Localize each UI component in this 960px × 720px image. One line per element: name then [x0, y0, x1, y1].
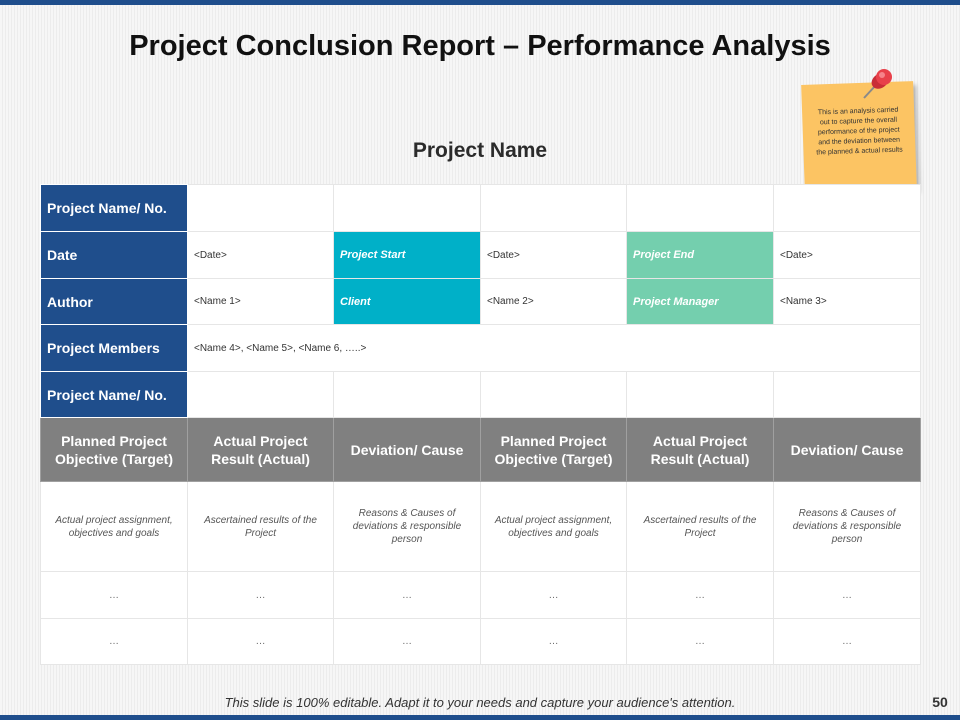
table-row: … … … … … …: [40, 571, 921, 619]
pushpin-icon: [863, 69, 892, 99]
ellipsis-cell[interactable]: …: [187, 618, 334, 665]
table-row: Author <Name 1> Client <Name 2> Project …: [40, 278, 921, 325]
ellipsis-cell[interactable]: …: [480, 618, 627, 665]
column-header-deviation: Deviation/ Cause: [333, 417, 481, 482]
table-cell[interactable]: [333, 371, 481, 418]
table-cell[interactable]: [773, 371, 921, 418]
column-header-planned-objective: Planned Project Objective (Target): [40, 417, 188, 482]
row-label-date: Date: [40, 231, 188, 279]
table-row: Project Name/ No.: [40, 184, 921, 232]
date-value[interactable]: <Date>: [187, 231, 334, 279]
project-end-date[interactable]: <Date>: [773, 231, 921, 279]
ellipsis-cell[interactable]: …: [480, 571, 627, 619]
row-label-author: Author: [40, 278, 188, 325]
description-cell[interactable]: Actual project assignment, objectives an…: [480, 481, 627, 572]
client-label: Client: [333, 278, 481, 325]
table-cell[interactable]: [626, 184, 774, 232]
sticky-note-text: This is an analysis carried out to captu…: [816, 106, 903, 157]
table-row: … … … … … …: [40, 618, 921, 665]
project-start-label: Project Start: [333, 231, 481, 279]
table-row: Date <Date> Project Start <Date> Project…: [40, 231, 921, 279]
table-cell[interactable]: [480, 184, 627, 232]
table-row: Actual project assignment, objectives an…: [40, 481, 921, 572]
description-cell[interactable]: Ascertained results of the Project: [626, 481, 774, 572]
ellipsis-cell[interactable]: …: [773, 571, 921, 619]
column-header-actual-result: Actual Project Result (Actual): [187, 417, 334, 482]
project-name-heading: Project Name: [412, 139, 548, 162]
table-cell[interactable]: [480, 371, 627, 418]
author-name[interactable]: <Name 1>: [187, 278, 334, 325]
footer-text: This slide is 100% editable. Adapt it to…: [224, 695, 736, 710]
description-cell[interactable]: Ascertained results of the Project: [187, 481, 334, 572]
project-start-date[interactable]: <Date>: [480, 231, 627, 279]
project-manager-name[interactable]: <Name 3>: [773, 278, 921, 325]
description-cell[interactable]: Reasons & Causes of deviations & respons…: [333, 481, 481, 572]
ellipsis-cell[interactable]: …: [773, 618, 921, 665]
ellipsis-cell[interactable]: …: [187, 571, 334, 619]
table-cell[interactable]: [187, 184, 334, 232]
row-label-project-members: Project Members: [40, 324, 188, 372]
ellipsis-cell[interactable]: …: [333, 571, 481, 619]
table-cell[interactable]: [187, 371, 334, 418]
client-name[interactable]: <Name 2>: [480, 278, 627, 325]
ellipsis-cell[interactable]: …: [626, 618, 774, 665]
project-report-table: Project Name/ No. Date <Date> Project St…: [40, 184, 921, 665]
table-header-row: Planned Project Objective (Target) Actua…: [40, 417, 921, 482]
page-number: 50: [932, 694, 948, 710]
table-cell[interactable]: [333, 184, 481, 232]
table-row: Project Name/ No.: [40, 371, 921, 418]
table-cell[interactable]: [773, 184, 921, 232]
bottom-accent-bar: [0, 715, 960, 720]
column-header-planned-objective: Planned Project Objective (Target): [480, 417, 627, 482]
ellipsis-cell[interactable]: …: [626, 571, 774, 619]
row-label-project-name: Project Name/ No.: [40, 184, 188, 232]
top-accent-bar: [0, 0, 960, 5]
project-end-label: Project End: [626, 231, 774, 279]
ellipsis-cell[interactable]: …: [333, 618, 481, 665]
table-cell[interactable]: [626, 371, 774, 418]
row-label-project-name-2: Project Name/ No.: [40, 371, 188, 418]
column-header-deviation: Deviation/ Cause: [773, 417, 921, 482]
ellipsis-cell[interactable]: …: [40, 571, 188, 619]
description-cell[interactable]: Reasons & Causes of deviations & respons…: [773, 481, 921, 572]
project-members-value[interactable]: <Name 4>, <Name 5>, <Name 6, …..>: [187, 324, 921, 372]
ellipsis-cell[interactable]: …: [40, 618, 188, 665]
description-cell[interactable]: Actual project assignment, objectives an…: [40, 481, 188, 572]
column-header-actual-result: Actual Project Result (Actual): [626, 417, 774, 482]
slide-title: Project Conclusion Report – Performance …: [129, 30, 831, 62]
table-row: Project Members <Name 4>, <Name 5>, <Nam…: [40, 324, 921, 372]
project-manager-label: Project Manager: [626, 278, 774, 325]
